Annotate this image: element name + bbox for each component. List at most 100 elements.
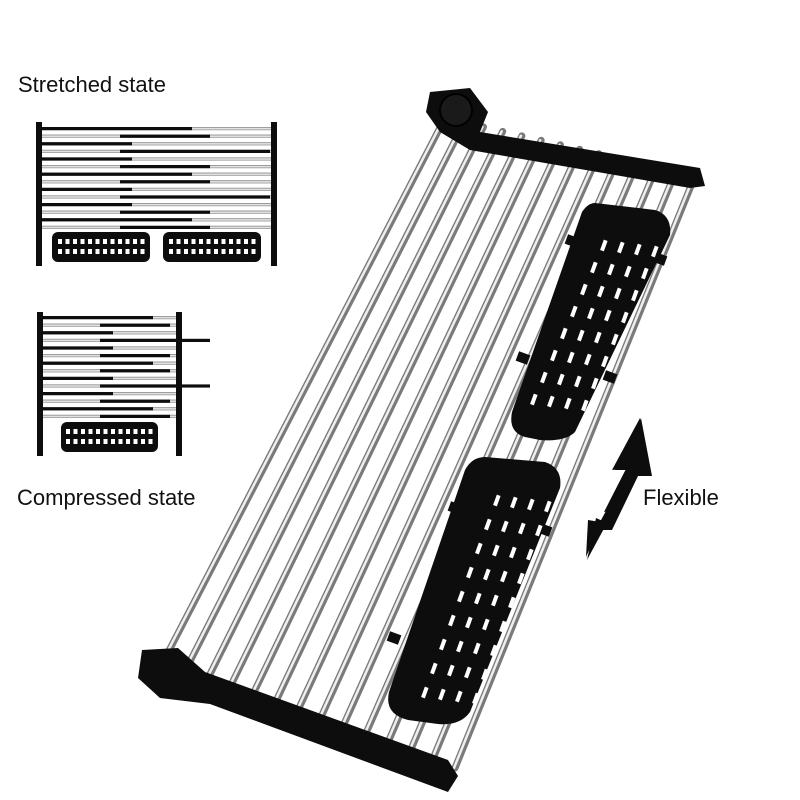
soap-tray-right — [163, 232, 261, 262]
rod-sleeve — [42, 127, 192, 131]
slot — [103, 249, 107, 254]
soap-tray — [61, 422, 158, 452]
rod-sleeve — [100, 338, 210, 342]
slot — [118, 239, 122, 244]
slot — [80, 239, 85, 244]
slot — [221, 249, 226, 254]
slot — [199, 249, 203, 254]
stretched-state-label: Stretched state — [18, 72, 166, 97]
slot — [526, 548, 534, 561]
top-end-cap — [426, 88, 705, 188]
slot — [88, 249, 92, 254]
slot — [570, 305, 578, 318]
double-arrow-icon — [586, 418, 652, 560]
slot — [447, 664, 455, 677]
rod-sleeve — [100, 323, 170, 327]
rod-sleeve — [120, 149, 270, 153]
slot — [221, 239, 226, 244]
slot — [557, 373, 565, 386]
rod-highlight — [203, 125, 484, 685]
slot — [110, 249, 115, 254]
stretched-rack-thumbnail — [36, 122, 277, 266]
slot — [111, 429, 115, 434]
slot — [251, 239, 256, 244]
rod-highlight — [248, 134, 523, 701]
rod-sleeve — [43, 361, 153, 365]
slot — [65, 249, 70, 254]
bottom-end-cap — [138, 648, 458, 792]
rod-sleeve — [100, 384, 210, 388]
slot — [455, 690, 463, 703]
slot — [73, 439, 78, 444]
slot — [176, 239, 181, 244]
rod-highlight — [293, 143, 561, 716]
slot — [501, 520, 509, 533]
slot — [58, 249, 62, 254]
slot — [251, 249, 256, 254]
slot — [466, 566, 474, 579]
slot — [448, 614, 456, 627]
rod-sleeve — [42, 142, 132, 146]
slot — [540, 371, 548, 384]
slot — [118, 439, 123, 444]
slot — [481, 668, 489, 681]
slot — [96, 439, 100, 444]
slot — [472, 692, 480, 705]
slot — [509, 546, 517, 559]
slot — [88, 439, 93, 444]
left-frame — [37, 312, 43, 456]
rod-highlight — [157, 116, 446, 670]
rod-sleeve — [43, 316, 153, 320]
rods — [42, 127, 271, 229]
tray-clip — [447, 501, 463, 515]
slot — [133, 429, 138, 434]
slot — [617, 241, 625, 254]
slot — [527, 498, 535, 511]
slot — [491, 594, 499, 607]
slot — [530, 393, 538, 406]
rod — [42, 142, 271, 146]
slot — [184, 239, 188, 244]
slot — [510, 496, 518, 509]
rod-sleeve — [120, 210, 210, 214]
slot — [125, 239, 130, 244]
slot — [236, 239, 241, 244]
slot — [66, 439, 70, 444]
rod-sleeve — [100, 369, 170, 373]
slot — [601, 355, 609, 368]
slot — [229, 239, 233, 244]
drain-tray-upper — [511, 203, 671, 441]
rod — [42, 157, 271, 161]
slot — [65, 239, 70, 244]
tray-clip — [515, 351, 531, 365]
slot — [465, 616, 473, 629]
slot — [580, 283, 588, 296]
slot — [191, 239, 196, 244]
rod-sleeve — [120, 225, 210, 229]
slot — [118, 249, 122, 254]
rod-sleeve — [42, 203, 132, 207]
slot — [95, 239, 100, 244]
right-frame — [176, 312, 182, 456]
slot — [547, 395, 555, 408]
slot — [430, 662, 438, 675]
tray-slots — [66, 429, 153, 444]
slot — [73, 249, 77, 254]
slot — [141, 439, 145, 444]
slot — [148, 429, 153, 434]
tray-slots — [421, 239, 659, 705]
slot — [492, 544, 500, 557]
slot — [591, 377, 599, 390]
slot — [499, 620, 507, 633]
slot — [126, 439, 130, 444]
slot — [125, 249, 130, 254]
right-frame — [271, 122, 277, 266]
slot — [88, 239, 92, 244]
slot — [483, 568, 491, 581]
slot — [544, 500, 552, 513]
slot — [191, 249, 196, 254]
tray-clip — [476, 653, 492, 667]
slot — [584, 353, 592, 366]
rod-sleeve — [100, 354, 170, 358]
